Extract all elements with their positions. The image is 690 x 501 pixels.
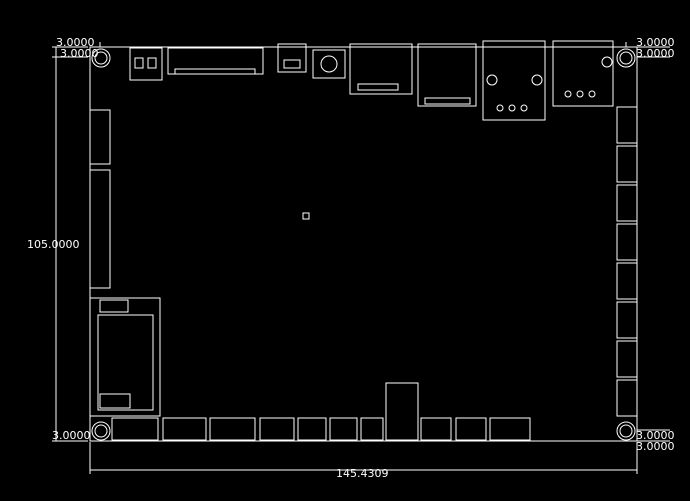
fiducial-marker (302, 212, 310, 220)
dimension-lines (52, 42, 670, 474)
left-connectors (89, 109, 161, 417)
corner-offset-label: 3.0000 (636, 429, 675, 442)
mounting-hole-icon (91, 48, 636, 441)
right-connectors (616, 106, 638, 417)
corner-offset-label: 3.0000 (60, 47, 99, 60)
corner-offset-label: 3.0000 (52, 429, 91, 442)
bottom-connectors (111, 382, 531, 441)
corner-offset-label: 3.0000 (636, 440, 675, 453)
height-dimension-label: 105.0000 (27, 238, 80, 251)
corner-offset-label: 3.0000 (56, 36, 95, 49)
top-connectors (129, 40, 614, 121)
corner-offset-label: 3.0000 (636, 36, 675, 49)
corner-offset-label: 3.0000 (636, 47, 675, 60)
width-dimension-label: 145.4309 (336, 467, 389, 480)
